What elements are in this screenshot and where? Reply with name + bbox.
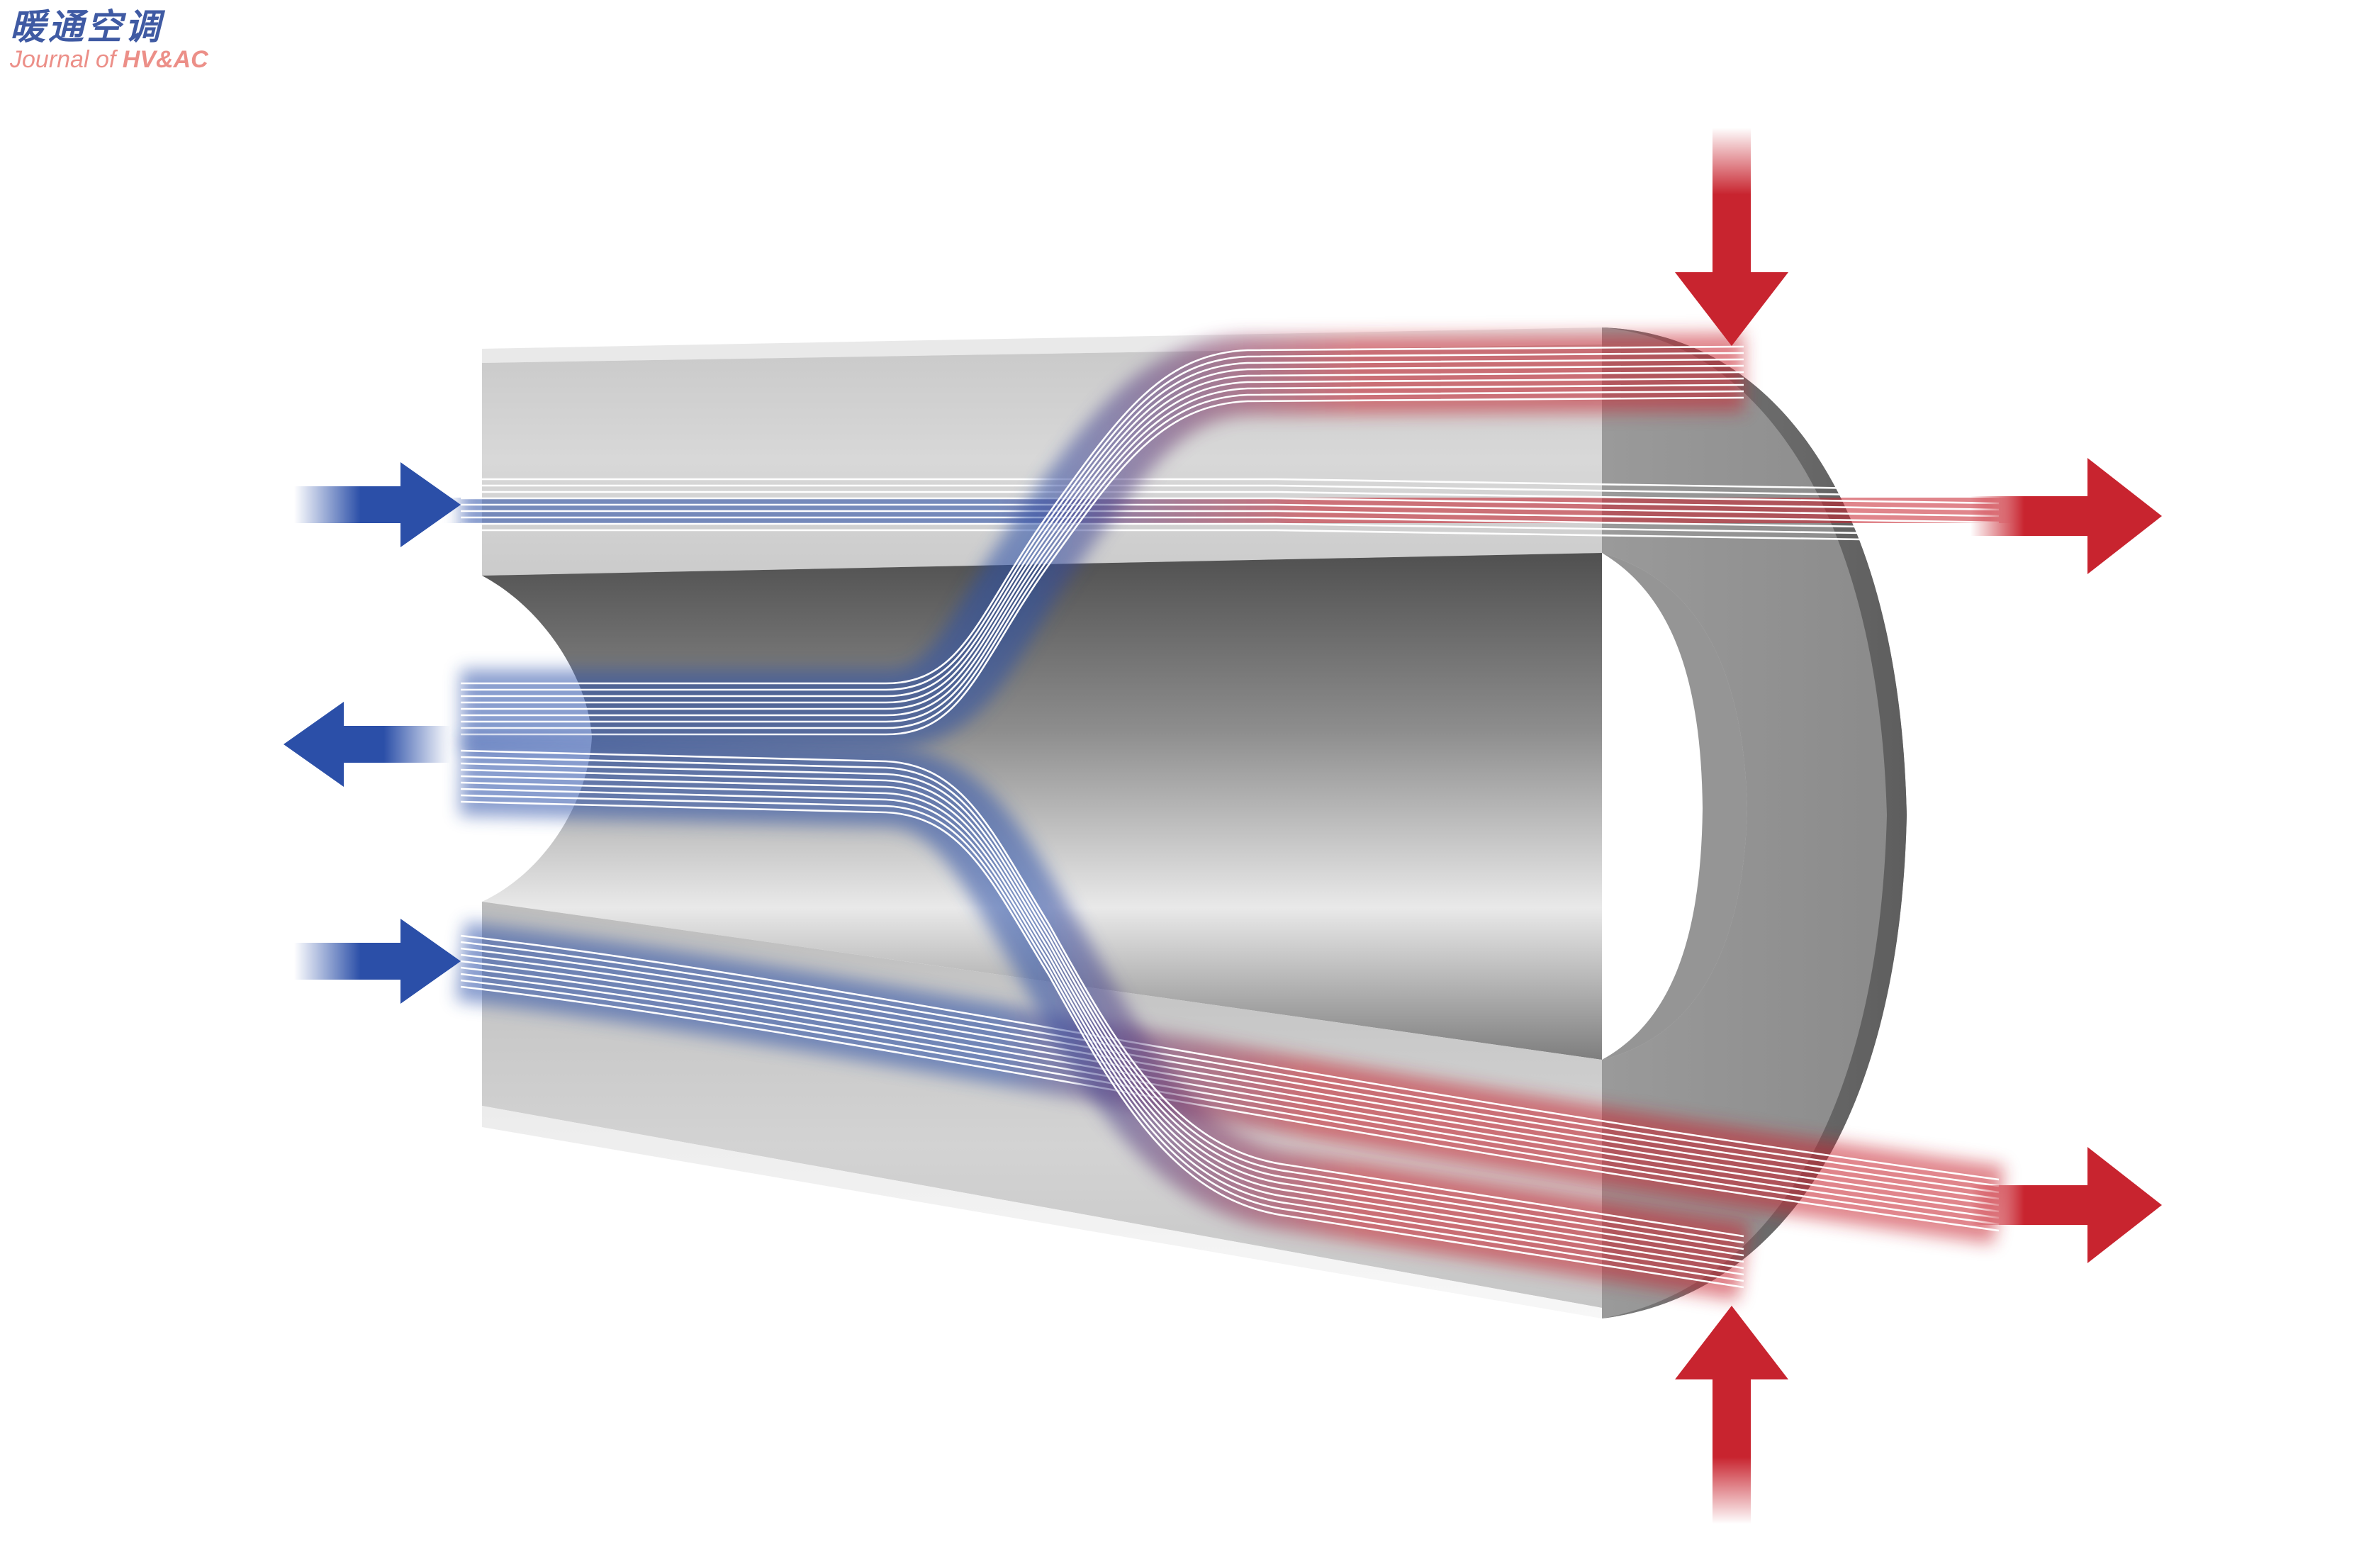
journal-logo: 暖通空调 Journal of HV&AC (10, 6, 208, 74)
stream-top-straight-line (461, 484, 2000, 498)
stream-lower-cross-line (460, 800, 1744, 1289)
stream-lower-cross-line (460, 775, 1744, 1263)
cold-inlet-arrow-top (294, 462, 461, 547)
stream-top-straight-line (461, 491, 2000, 505)
cold-outlet-arrow-middle (284, 702, 450, 787)
tube-end-face (1602, 327, 1907, 1318)
logo-journal-brand: HV&AC (122, 46, 208, 73)
stream-upper-cross-line (461, 345, 1744, 685)
stream-upper-cross (461, 332, 1744, 749)
flow-arrows (284, 128, 2162, 1524)
stream-upper-cross-line (461, 352, 1744, 691)
stream-upper-cross-line (461, 377, 1744, 717)
stream-upper-cross-line (461, 396, 1744, 736)
stream-lower-cross-line (460, 781, 1744, 1270)
hot-inlet-arrow-bottom (1675, 1306, 1788, 1524)
stream-lower-cross-line (460, 794, 1744, 1282)
tube-bore-end-shade (1602, 553, 1747, 1060)
stream-lower-cross-line (460, 768, 1744, 1257)
hot-inlet-arrow-top (1675, 128, 1788, 346)
stream-upper-cross-line (461, 364, 1744, 704)
tube-bottom-edge (482, 1106, 1602, 1318)
stream-top-straight-line (461, 510, 2000, 524)
stream-lower-cross-line (460, 756, 1744, 1244)
stream-lower-cross-line (460, 788, 1744, 1276)
stream-lower-cross-line (460, 749, 1744, 1238)
stream-upper-cross-line (461, 383, 1744, 723)
stream-top-straight-line (461, 516, 2000, 530)
stream-upper-cross-line (461, 390, 1744, 729)
flow-streams (456, 332, 2005, 1301)
stream-top-straight-line (461, 497, 2000, 511)
logo-chinese-title: 暖通空调 (10, 6, 163, 47)
stream-upper-cross-line (461, 358, 1744, 698)
logo-english-title: Journal of HV&AC (10, 45, 208, 74)
hot-outlet-arrow-top (1971, 458, 2162, 574)
stream-upper-cross-line (461, 371, 1744, 710)
stream-lower-cross-line (460, 762, 1744, 1250)
stream-top-straight-line (461, 529, 2000, 543)
cold-inlet-arrow-bottom (294, 919, 461, 1004)
logo-journal-prefix: Journal of (10, 46, 123, 73)
stream-top-straight-line (461, 522, 2000, 537)
stream-top-straight-line (461, 478, 2000, 492)
stream-top-straight-line (461, 503, 2000, 517)
stream-top-straight (461, 465, 2000, 556)
hot-outlet-arrow-bottom (1971, 1147, 2162, 1263)
stream-lower-cross (459, 737, 1750, 1301)
